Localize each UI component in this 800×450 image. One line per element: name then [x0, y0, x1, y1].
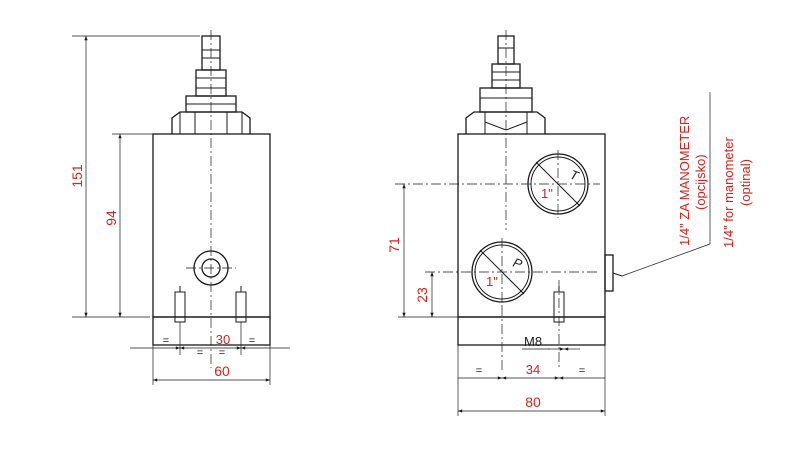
port-t-label: T	[568, 167, 582, 184]
left-view: 151 94 30 = = = = 60	[69, 30, 290, 385]
manometer-text-4: (optinal)	[738, 159, 753, 206]
thread-m8: M8	[524, 334, 542, 349]
port-p-size: 1"	[486, 274, 498, 289]
dim-80: 80	[525, 394, 541, 410]
dim-71: 71	[386, 237, 402, 253]
eq-left-4: =	[249, 335, 255, 347]
right-view: T 1" P 1" 71 23 M8 34 =	[386, 30, 753, 416]
dim-30: 30	[216, 332, 230, 347]
dim-151: 151	[69, 164, 85, 188]
dim-23: 23	[414, 287, 430, 303]
eq-right-2: =	[579, 365, 585, 377]
right-valve-body	[457, 133, 606, 318]
eq-left-3: =	[219, 347, 225, 359]
manometer-text-2: (opcijsko)	[693, 154, 708, 210]
eq-left-1: =	[163, 335, 169, 347]
right-base-plate	[457, 316, 606, 346]
right-hex-nut	[465, 111, 546, 134]
manometer-text-1: 1/4" ZA MANOMETER	[677, 116, 692, 246]
port-p-label: P	[511, 255, 525, 272]
manometer-text-3: 1/4" for manometer	[721, 136, 736, 248]
dim-34: 34	[526, 362, 540, 377]
dim-94: 94	[103, 210, 119, 226]
port-t-size: 1"	[541, 186, 553, 201]
dim-60: 60	[214, 363, 230, 379]
left-valve-body	[152, 133, 271, 318]
left-base-plate	[152, 316, 271, 346]
left-port-inner	[201, 258, 221, 278]
manometer-port	[604, 254, 614, 292]
eq-right-1: =	[476, 365, 482, 377]
eq-left-2: =	[197, 347, 203, 359]
